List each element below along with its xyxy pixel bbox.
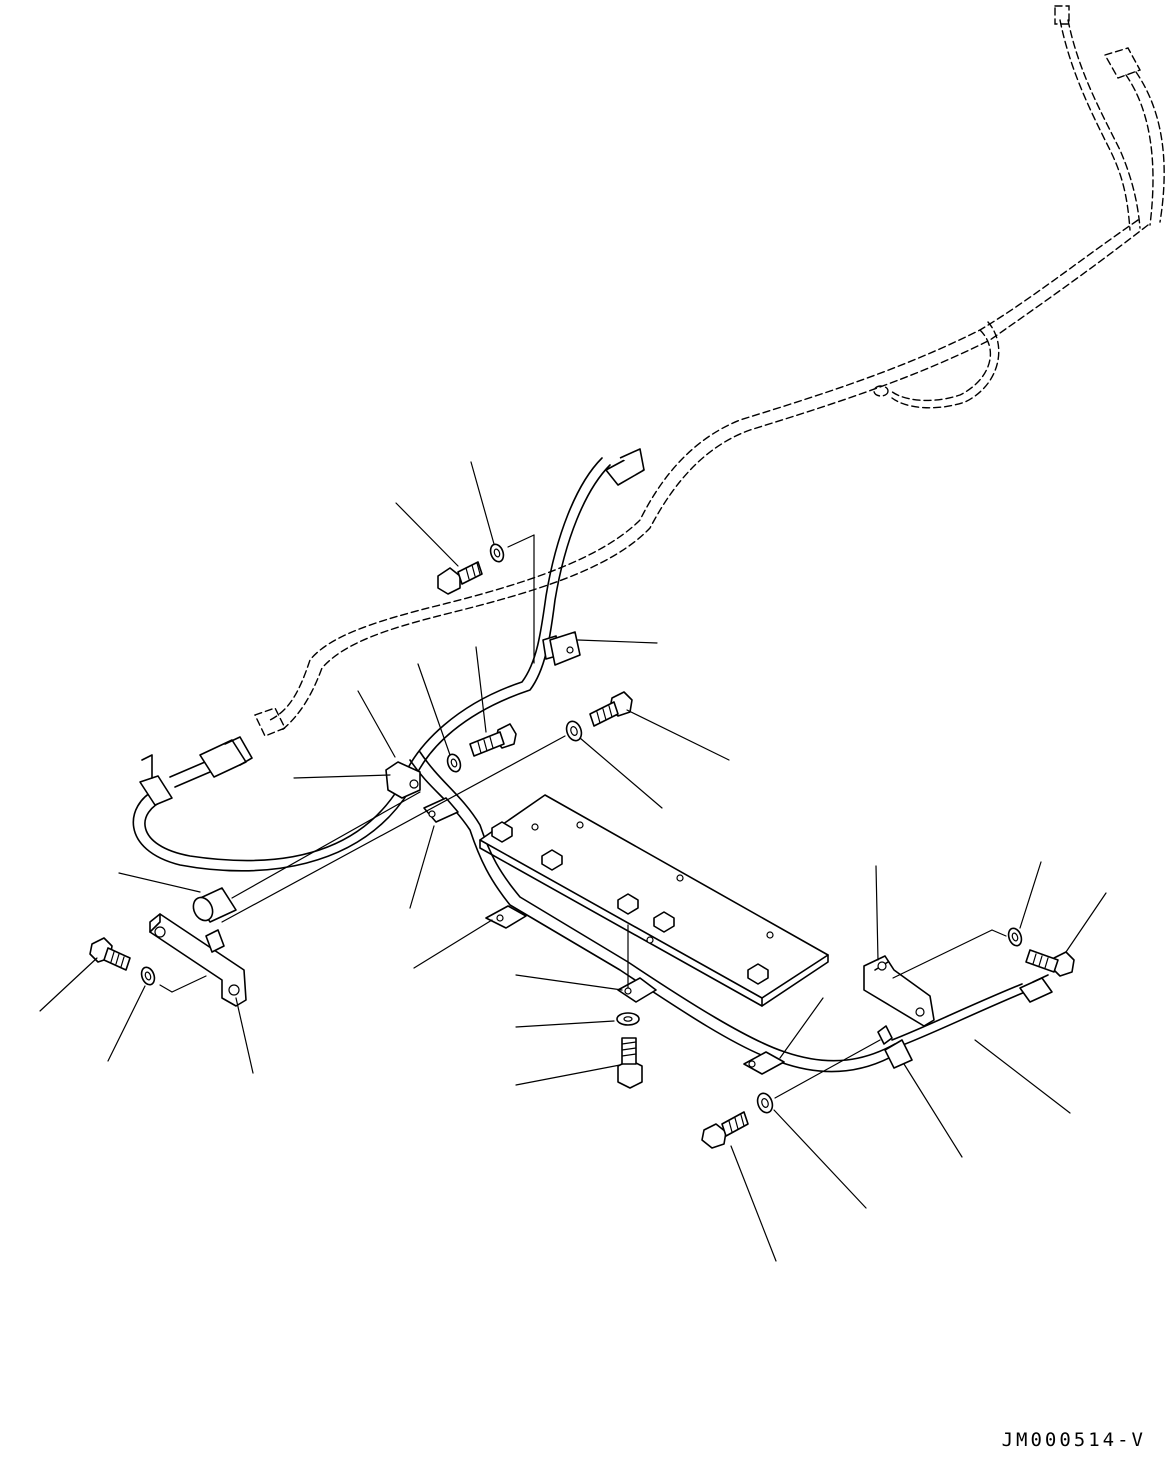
clip-bottom-1 [485,905,527,929]
clip-upper [549,631,581,666]
existing-harness-dashed [254,5,1165,737]
bolt-right-upper [589,691,633,727]
connector-upper [605,448,645,486]
clip-bottom-3 [743,1051,785,1075]
washers [140,543,1023,1114]
drawing-code-label: JM000514-V [1001,1429,1146,1451]
clip-left-double [385,761,421,799]
bolt-mid [469,723,517,757]
bolt-top [437,561,483,595]
bolt-bottom [701,1111,749,1149]
connector-left [141,736,253,779]
spacer-collar [192,887,237,923]
leader-lines [39,461,1107,1262]
clip-mid [423,797,459,823]
plate-nuts [491,821,769,985]
bolt-right [1025,949,1075,977]
clip-bottom-2 [617,977,657,1003]
bracket-right [863,955,935,1027]
assembly-lines [159,534,1007,1099]
bracket-left [149,913,247,1007]
clip-right-tab [877,1025,893,1045]
bolt-vertical [617,1037,643,1089]
mounting-plate [479,794,829,1007]
connector-right [1019,974,1053,1003]
bolt-left [89,937,131,971]
